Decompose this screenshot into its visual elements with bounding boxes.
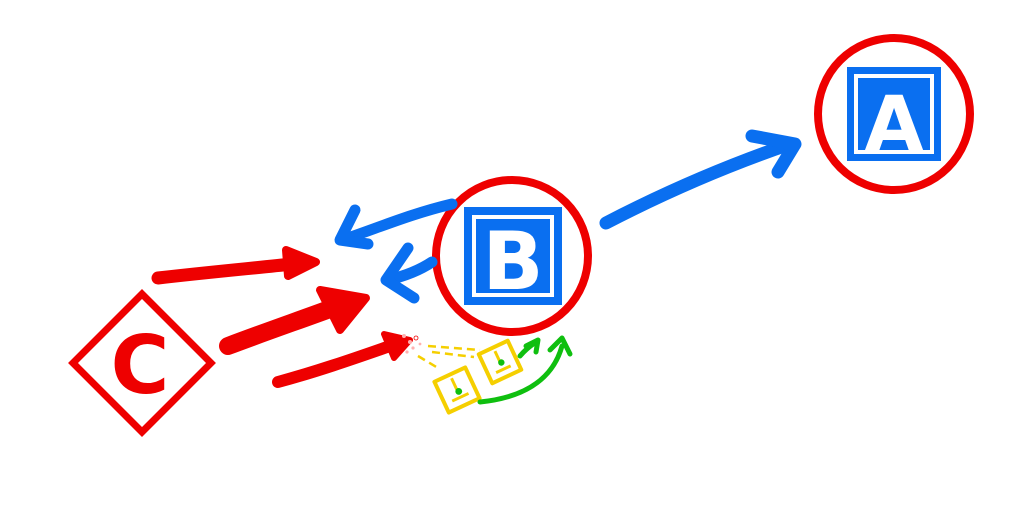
arrow-red-middle-shaft xyxy=(228,306,338,346)
arrow-b-to-a-shaft xyxy=(606,144,790,223)
node-b-label: B xyxy=(483,215,544,308)
yellow-dash-lines xyxy=(418,346,480,368)
yellow-unit-upper xyxy=(479,341,522,384)
arrow-green-short xyxy=(520,340,538,356)
arrow-red-top-shaft xyxy=(158,264,292,278)
node-a-label: A xyxy=(865,79,924,168)
arrow-red-middle xyxy=(228,290,366,346)
node-a: A xyxy=(818,38,970,190)
node-c: C xyxy=(73,294,211,432)
arrow-red-top xyxy=(158,250,316,278)
arrow-red-bottom xyxy=(278,334,421,382)
arrow-red-middle-head xyxy=(320,290,366,330)
yellow-unit-lower xyxy=(434,367,479,412)
arrow-red-bottom-shaft xyxy=(278,346,390,382)
node-c-label: C xyxy=(111,319,170,412)
node-b: B xyxy=(436,180,588,332)
yellow-unit-lower-mark xyxy=(443,374,468,401)
arrow-b-to-a xyxy=(606,136,795,223)
arrow-red-bottom-head xyxy=(384,334,410,358)
arrow-blue-lower xyxy=(386,248,432,298)
arrow-red-top-head xyxy=(286,250,316,276)
